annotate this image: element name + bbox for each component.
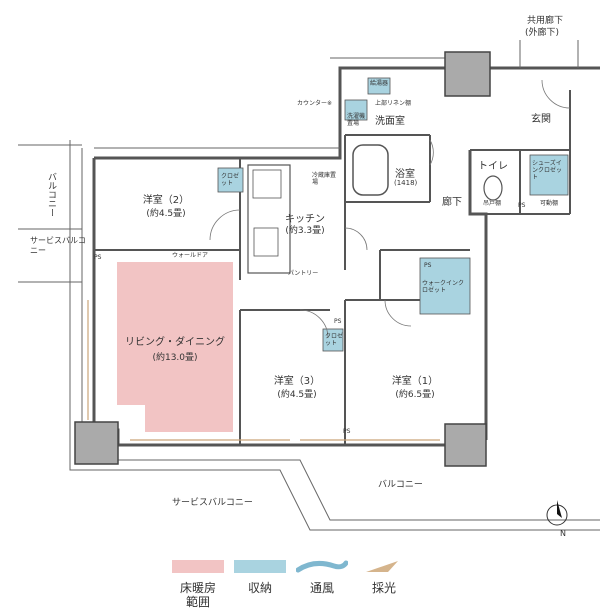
interior-walls	[94, 90, 571, 445]
service-balcony-left-label: サービスバルコニー	[30, 236, 86, 255]
compass	[546, 500, 568, 526]
ps-label-5: PS	[518, 202, 526, 209]
fridge-label: 冷蔵庫置場	[312, 172, 337, 186]
legend-lighting-label: 採光	[371, 581, 396, 595]
legend-storage-label: 収納	[247, 581, 272, 595]
common-corridor-label: 共用廊下	[527, 16, 564, 26]
legend-ventilation: 通風	[292, 560, 352, 595]
toilet-fixture	[483, 175, 503, 201]
western3-label: 洋室（3）	[273, 376, 321, 387]
legend-ventilation-label: 通風	[309, 581, 334, 595]
legend-ventilation-wind-icon	[296, 560, 348, 573]
closet3-label: クロゼット	[325, 333, 344, 347]
legend-storage-swatch	[234, 560, 286, 573]
kitchen-size: (約3.3畳)	[285, 226, 325, 236]
legend-floor-heating-swatch	[172, 560, 224, 573]
storage-shelf-label: 可動棚	[540, 200, 559, 207]
legend-lighting: 採光	[354, 560, 414, 595]
hanging-shelf-label: 吊戸棚	[483, 200, 502, 207]
ps-label-2: PS	[334, 318, 342, 325]
ldk-size: (約13.0畳)	[152, 353, 198, 363]
window-lines	[87, 300, 440, 441]
sink	[253, 227, 279, 257]
toilet-label: トイレ	[478, 161, 508, 172]
balcony-left-label: バルコニー	[46, 172, 56, 217]
hallway-label: 廊下	[442, 197, 462, 208]
legend-storage: 収納	[230, 560, 290, 595]
counter-label: カウンター※	[297, 100, 333, 107]
kitchen-counter	[247, 164, 291, 274]
western1-size: (約6.5畳)	[395, 390, 435, 400]
ps-label-4: PS	[424, 262, 432, 269]
service-balcony-bottom-label: サービスバルコニー	[172, 498, 253, 508]
water-heater-label: 給湯器	[370, 80, 389, 87]
kitchen-label: キッチン	[285, 214, 325, 225]
linen-shelf-label: 上部リネン棚	[375, 100, 412, 107]
legend-floor-heating-label: 床暖房範囲	[179, 581, 216, 609]
bath-label: 浴室	[395, 169, 415, 180]
pantry-label: パントリー	[288, 270, 319, 277]
north-label: N	[560, 529, 566, 538]
door-swings	[209, 79, 571, 339]
storage-areas	[217, 77, 569, 352]
outer-lines	[18, 40, 600, 531]
ps-label-3: PS	[343, 428, 351, 435]
bath-size: (1418)	[394, 179, 418, 187]
ps-label-1: PS	[94, 254, 102, 261]
walk-in-closet-label: ウォークインクロゼット	[422, 280, 465, 294]
structural-columns	[74, 51, 491, 467]
common-corridor-sub: (外廊下)	[525, 28, 560, 38]
legend-floor-heating: 床暖房範囲	[168, 560, 228, 609]
western1-label: 洋室（1）	[391, 376, 439, 387]
western2-label: 洋室（2）	[142, 195, 190, 206]
stove	[252, 169, 282, 199]
washer-pan-label: 洗濯機置場	[347, 113, 366, 127]
western3-size: (約4.5畳)	[277, 390, 317, 400]
balcony-bottom-label: バルコニー	[378, 480, 423, 490]
legend-lighting-light-icon	[366, 561, 398, 572]
floor-heating-area	[117, 262, 233, 432]
shoes-in-closet-label: シューズインクロゼット	[532, 160, 563, 181]
western2-size: (約4.5畳)	[146, 209, 186, 219]
bathtub	[352, 144, 389, 196]
entrance-label: 玄関	[531, 114, 551, 125]
wall-door-label: ウォールドア	[172, 252, 209, 259]
ldk-label: リビング・ダイニング	[125, 337, 225, 348]
washroom-label: 洗面室	[375, 116, 405, 127]
closet2-label: クロゼット	[221, 173, 240, 187]
